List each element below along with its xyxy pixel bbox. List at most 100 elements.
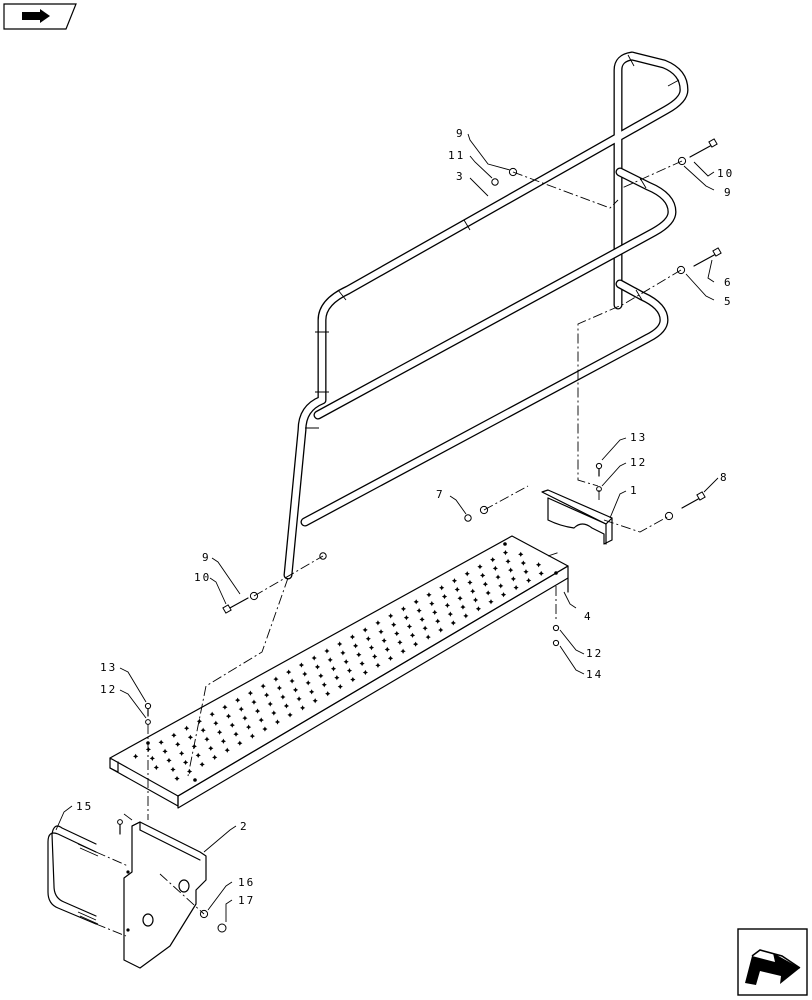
plate-perforation: [467, 579, 473, 586]
plate-perforation: [162, 748, 168, 754]
step-plate: [109, 535, 569, 809]
plate-perforation: [186, 768, 193, 775]
plate-perforation: [492, 565, 498, 572]
callout-12: 12: [586, 647, 603, 660]
plate-perforation: [318, 673, 324, 679]
plate-perforation: [213, 720, 219, 726]
plate-perforation: [187, 734, 194, 740]
plate-perforation: [388, 613, 394, 619]
plate-perforation: [337, 641, 343, 647]
plate-perforation: [426, 592, 432, 598]
plate-perforation: [264, 692, 270, 698]
plate-perforation: [314, 664, 321, 670]
plate-perforation: [343, 659, 349, 665]
plate-perforation: [309, 689, 315, 695]
plate-perforation: [482, 581, 488, 587]
plate-perforation: [464, 571, 470, 577]
plate-perforation: [498, 583, 504, 589]
plate-perforation: [368, 645, 375, 651]
plate-perforation: [375, 662, 381, 668]
plate-perforation: [485, 590, 491, 596]
plate-perforation: [429, 600, 435, 607]
leader-lines: [55, 133, 719, 922]
callout-9: 9: [456, 127, 465, 140]
next-page-arrow-icon[interactable]: [737, 928, 808, 996]
handrail-assembly: [283, 51, 689, 580]
callout-7: 7: [436, 488, 445, 501]
plate-perforation: [518, 551, 524, 557]
plate-perforation: [208, 745, 214, 751]
callout-9: 9: [202, 551, 211, 564]
plate-perforation: [353, 643, 359, 649]
plate-perforation: [413, 641, 419, 647]
plate-perforation: [526, 577, 532, 584]
plate-perforation: [505, 558, 511, 564]
plate-perforation: [365, 636, 371, 642]
callout-12: 12: [100, 683, 117, 696]
plate-perforation: [450, 620, 456, 626]
plate-perforation: [274, 719, 281, 725]
callout-8: 8: [720, 471, 729, 484]
callout-11: 11: [448, 149, 465, 162]
plate-perforation: [409, 632, 416, 638]
plate-perforation: [472, 597, 479, 603]
plate-perforation: [258, 717, 264, 723]
plate-perforation: [276, 685, 282, 691]
book-arrow-icon[interactable]: [3, 3, 77, 30]
plate-perforation: [416, 608, 422, 614]
callout-3: 3: [456, 170, 465, 183]
plate-perforation: [403, 615, 410, 621]
plate-perforation: [280, 694, 286, 700]
plate-perforation: [447, 611, 453, 617]
plate-perforation: [460, 604, 466, 610]
callout-1: 1: [630, 484, 639, 497]
plate-perforation: [362, 669, 368, 676]
plate-perforation: [283, 703, 290, 709]
plate-perforation: [375, 620, 381, 626]
plate-perforation: [200, 727, 206, 733]
plate-perforation: [488, 599, 494, 605]
plate-perforation: [247, 690, 254, 696]
plate-perforation: [346, 668, 353, 674]
plate-perforation: [171, 732, 177, 738]
callout-16: 16: [238, 876, 255, 889]
callout-4: 4: [584, 610, 593, 623]
plate-perforation: [330, 666, 337, 672]
plate-perforation: [438, 627, 444, 633]
plate-perforation: [246, 724, 252, 730]
plate-perforation: [237, 740, 243, 746]
plate-perforation: [204, 736, 210, 742]
plate-perforation: [286, 669, 292, 675]
plate-perforation: [222, 704, 228, 710]
plate-perforation: [271, 710, 277, 716]
callout-13: 13: [630, 431, 647, 444]
plate-perforation: [196, 718, 203, 724]
plate-perforation: [372, 653, 378, 660]
plate-perforation: [302, 671, 308, 677]
plate-perforation: [292, 687, 299, 693]
plate-perforation: [179, 750, 185, 756]
plate-perforation: [454, 586, 460, 593]
plate-perforation: [435, 618, 441, 624]
callout-17: 17: [238, 894, 255, 907]
plate-perforation: [470, 588, 476, 594]
plate-perforation: [262, 726, 268, 732]
plate-perforation: [502, 550, 509, 556]
plate-perforation: [350, 676, 356, 683]
center-lines: [95, 160, 683, 937]
plate-perforation: [273, 676, 279, 682]
plate-perforation: [251, 699, 257, 705]
plate-perforation: [523, 569, 529, 575]
plate-perforation: [500, 592, 507, 598]
plate-perforation: [195, 752, 201, 758]
plate-perforation: [254, 708, 261, 714]
plate-perforation: [298, 662, 305, 668]
plate-perforation: [538, 570, 544, 577]
plate-perforation: [520, 560, 526, 566]
plate-perforation: [510, 576, 516, 582]
plate-perforation: [238, 706, 244, 712]
plate-perforation: [439, 585, 445, 591]
plate-perforation: [337, 684, 343, 690]
plate-perforation: [166, 757, 172, 764]
